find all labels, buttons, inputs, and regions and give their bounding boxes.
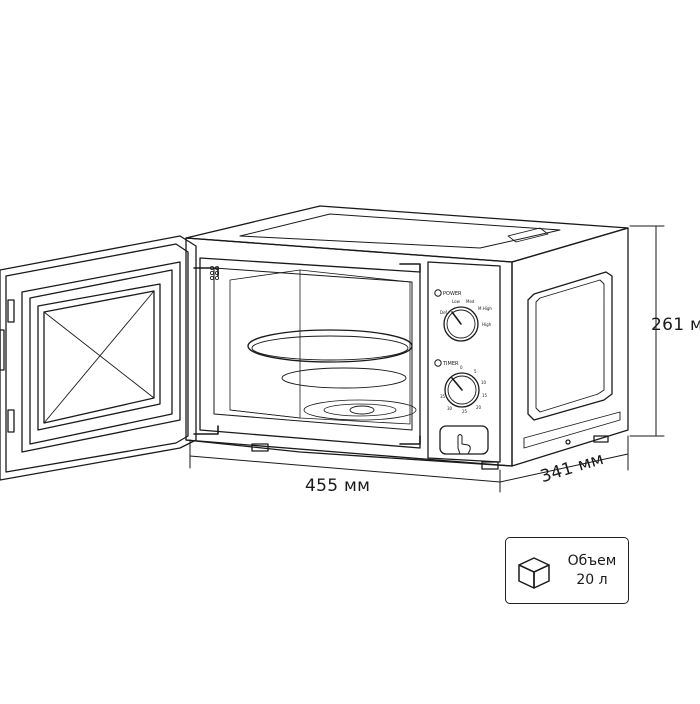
volume-value: 20 л [576,572,608,588]
volume-label: Объем [567,553,617,569]
power-scale-4: High [482,322,492,327]
timer-scale-5: 25 [462,409,468,414]
depth-dimension-line [499,453,629,483]
power-scale-3: M.High [478,306,492,311]
power-scale-0: Def [440,310,448,315]
hand-press-icon [457,434,471,455]
power-knob[interactable] [443,306,479,342]
timer-knob[interactable] [444,372,480,408]
height-dimension-label: 261 мм [651,315,700,335]
timer-scale-6: 30 [447,406,453,411]
cube-icon [518,557,550,589]
dimension-lines [189,225,665,493]
power-scale-1: Low [452,299,461,304]
microwave-body [185,205,629,470]
power-label: POWER [443,291,462,297]
control-panel [427,261,501,463]
timer-label: TIMER [442,361,459,367]
width-dimension-label: 455 мм [305,476,371,496]
width-dimension-line [189,455,501,483]
open-door [0,235,197,481]
timer-scale-0: 0 [460,365,463,370]
power-scale-2: Med [466,299,475,304]
volume-badge: Объем 20 л [505,537,629,604]
turntable [247,329,413,363]
timer-scale-7: 35 [440,394,446,399]
timer-scale-3: 15 [482,393,488,398]
door-release-button[interactable] [439,425,489,455]
timer-scale-1: 5 [474,369,477,374]
timer-scale-4: 20 [476,405,482,410]
volume-text: Объем 20 л [558,552,626,590]
timer-scale-2: 10 [481,380,487,385]
panel-labels: POWER TIMER Def Low Med M.High High 0 5 … [440,291,492,414]
